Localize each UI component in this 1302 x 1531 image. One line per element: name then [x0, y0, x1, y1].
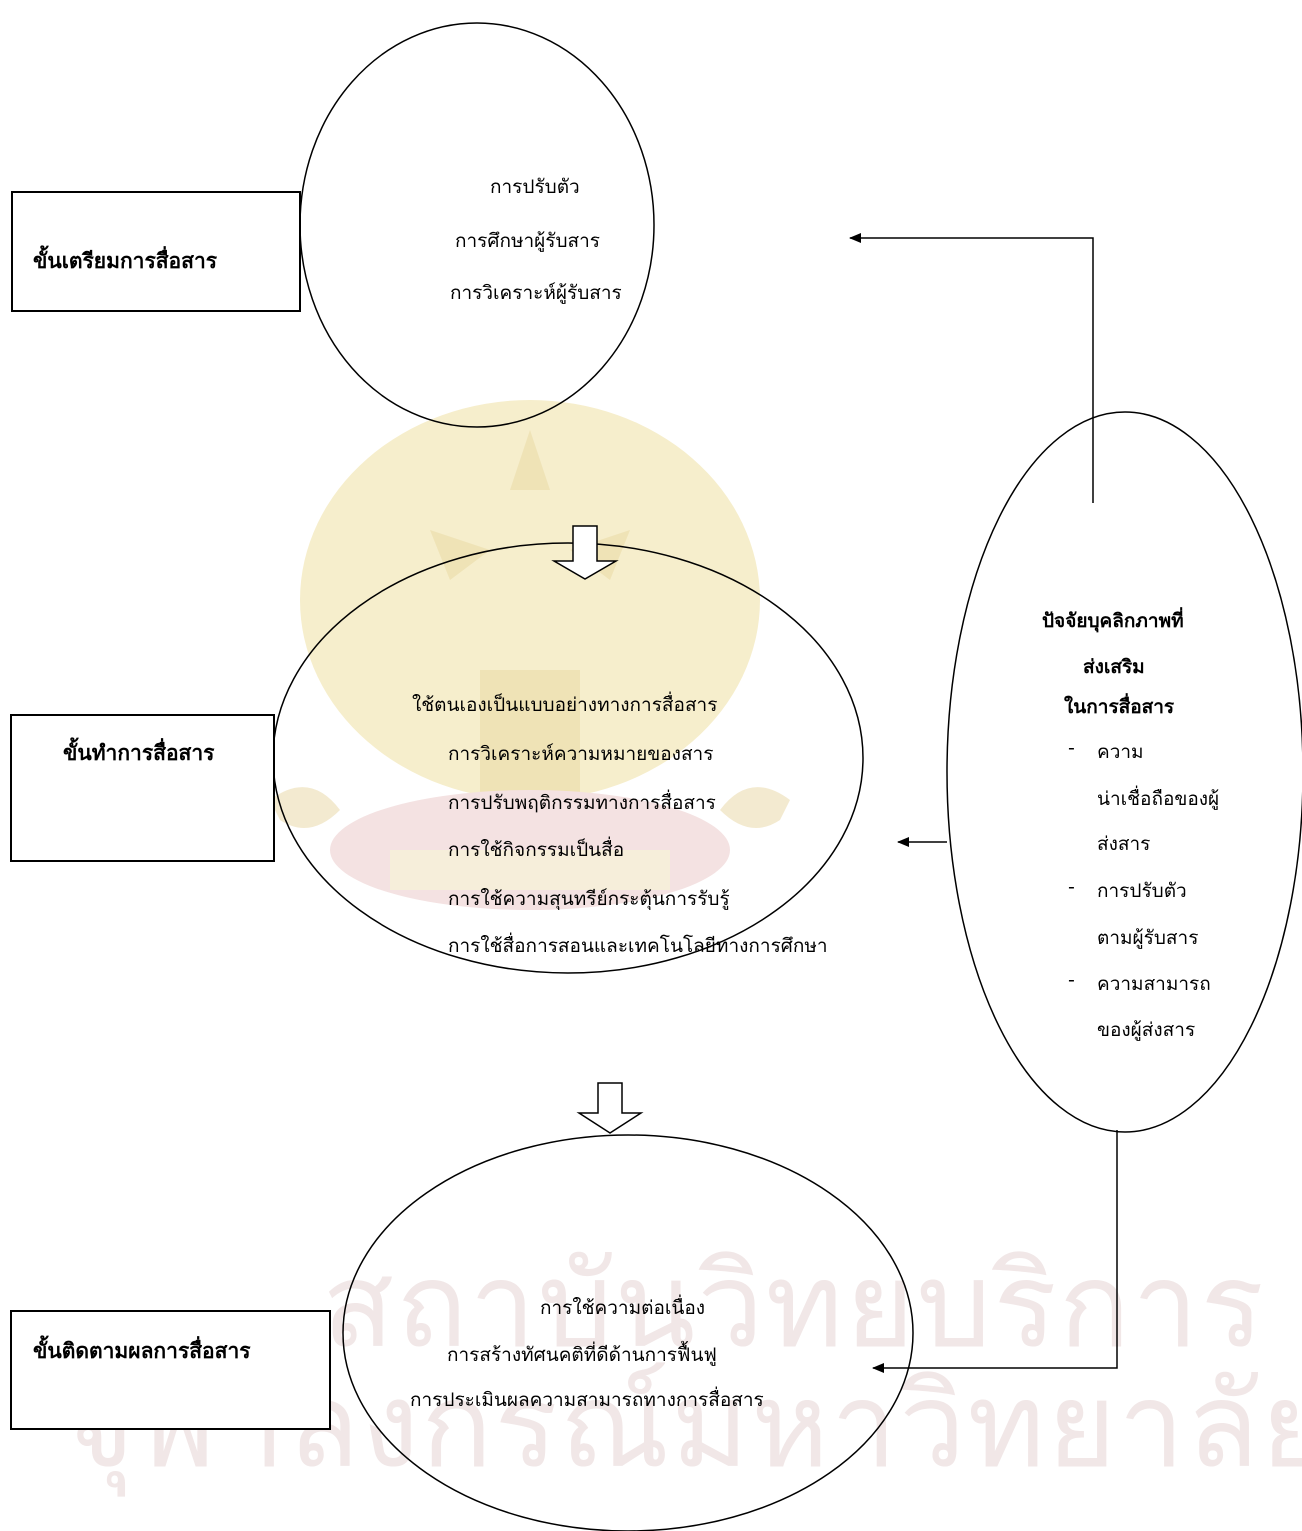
- followup-stage-label: ขั้นติดตามผลการสื่อสาร: [33, 1339, 251, 1363]
- factor-bullet-line: น่าเชื่อถือของผู้: [1097, 788, 1220, 810]
- down-arrow-1: [551, 525, 619, 580]
- watermark-line-1: สถาบันวิทยบริการ: [322, 1236, 1266, 1374]
- factor-bullet-marker: -: [1068, 969, 1075, 991]
- execution-stage-label: ขั้นทำการสื่อสาร: [63, 741, 215, 765]
- prep-item: การศึกษาผู้รับสาร: [455, 230, 601, 252]
- preparation-ellipse: [299, 22, 655, 428]
- factor-bullet-line: ตามผู้รับสาร: [1097, 927, 1199, 949]
- factor-bullet-line: ส่งสาร: [1097, 833, 1151, 855]
- exec-item: การวิเคราะห์ความหมายของสาร: [448, 743, 714, 765]
- connector-to-followup: [872, 1130, 1118, 1373]
- exec-item: การปรับพฤติกรรมทางการสื่อสาร: [448, 792, 716, 814]
- factors-ellipse: [946, 411, 1302, 1133]
- exec-item: การใช้ความสุนทรีย์กระตุ้นการรับรู้: [448, 888, 730, 910]
- followup-item: การสร้างทัศนคติที่ดีด้านการฟื้นฟู: [447, 1344, 717, 1366]
- factor-bullet-line: ความ: [1097, 741, 1144, 763]
- factors-title-line: ส่งเสริม: [1083, 656, 1145, 678]
- factors-title-line: ในการสื่อสาร: [1064, 696, 1175, 718]
- factor-bullet-line: การปรับตัว: [1097, 880, 1187, 902]
- exec-item: การใช้กิจกรรมเป็นสื่อ: [448, 839, 625, 861]
- followup-ellipse: [342, 1134, 914, 1531]
- exec-item: ใช้ตนเองเป็นแบบอย่างทางการสื่อสาร: [412, 694, 718, 716]
- factor-bullet-line: ของผู้ส่งสาร: [1097, 1019, 1196, 1041]
- prep-item: การวิเคราะห์ผู้รับสาร: [450, 282, 622, 304]
- preparation-stage-label: ขั้นเตรียมการสื่อสาร: [33, 249, 218, 273]
- university-crest-watermark: [270, 400, 790, 910]
- followup-item: การใช้ความต่อเนื่อง: [540, 1297, 706, 1319]
- preparation-stage-box: [11, 191, 301, 312]
- followup-item: การประเมินผลความสามารถทางการสื่อสาร: [410, 1389, 764, 1411]
- followup-stage-box: [10, 1310, 331, 1430]
- factor-bullet-marker: -: [1068, 737, 1075, 759]
- factors-title-line: ปัจจัยบุคลิกภาพที่: [1042, 610, 1184, 632]
- factor-bullet-line: ความสามารถ: [1097, 973, 1211, 995]
- prep-item: การปรับตัว: [490, 176, 580, 198]
- connector-to-preparation: [849, 233, 1094, 503]
- factor-bullet-marker: -: [1068, 876, 1075, 898]
- down-arrow-2: [576, 1082, 644, 1134]
- execution-stage-box: [10, 714, 275, 862]
- exec-item: การใช้สื่อการสอนและเทคโนโลยีทางการศึกษา: [448, 935, 828, 957]
